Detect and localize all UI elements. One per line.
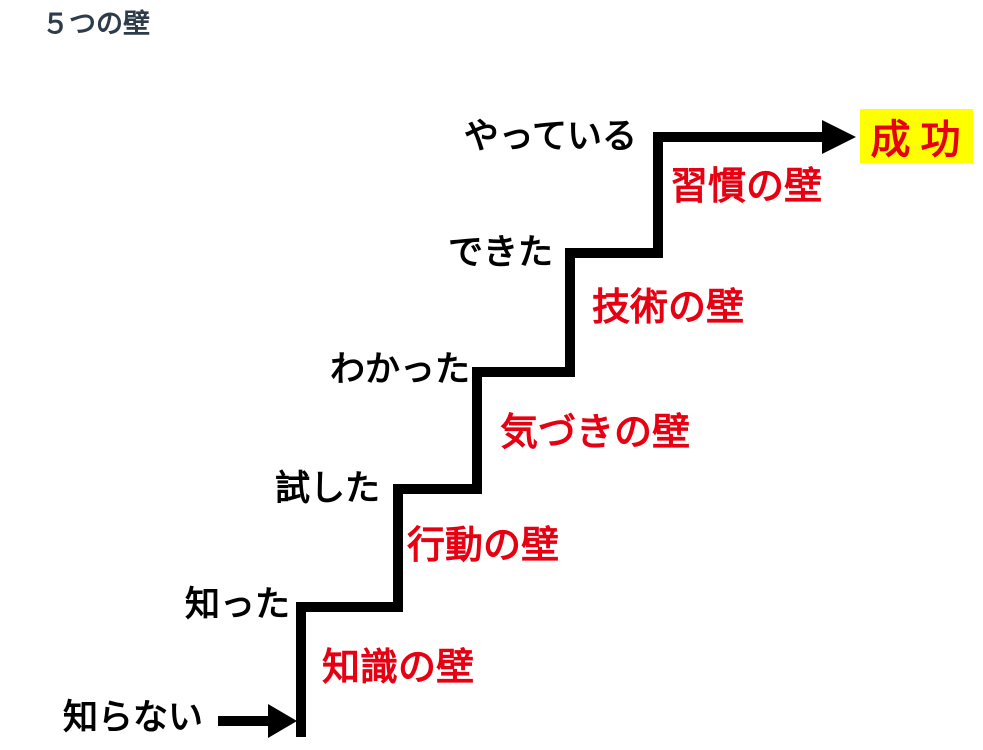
wall-label-4: 技術の壁 <box>592 287 745 329</box>
step-label-1: 知らない <box>62 698 203 737</box>
step-label-2: 知った <box>184 585 290 624</box>
start-arrowhead-icon <box>268 704 297 738</box>
wall-label-1: 知識の壁 <box>322 647 475 689</box>
goal-badge: 成功 <box>860 109 973 163</box>
goal-arrowhead-icon <box>822 120 856 154</box>
wall-label-2: 行動の壁 <box>407 525 560 567</box>
page-title: ５つの壁 <box>42 9 150 39</box>
step-label-5: できた <box>447 233 553 272</box>
wall-label-3: 気づきの壁 <box>500 412 691 454</box>
step-label-6: やっている <box>463 117 637 156</box>
wall-label-5: 習慣の壁 <box>670 166 823 208</box>
step-label-3: 試した <box>274 469 380 508</box>
staircase-line <box>296 132 824 737</box>
step-label-4: わかった <box>329 350 470 389</box>
